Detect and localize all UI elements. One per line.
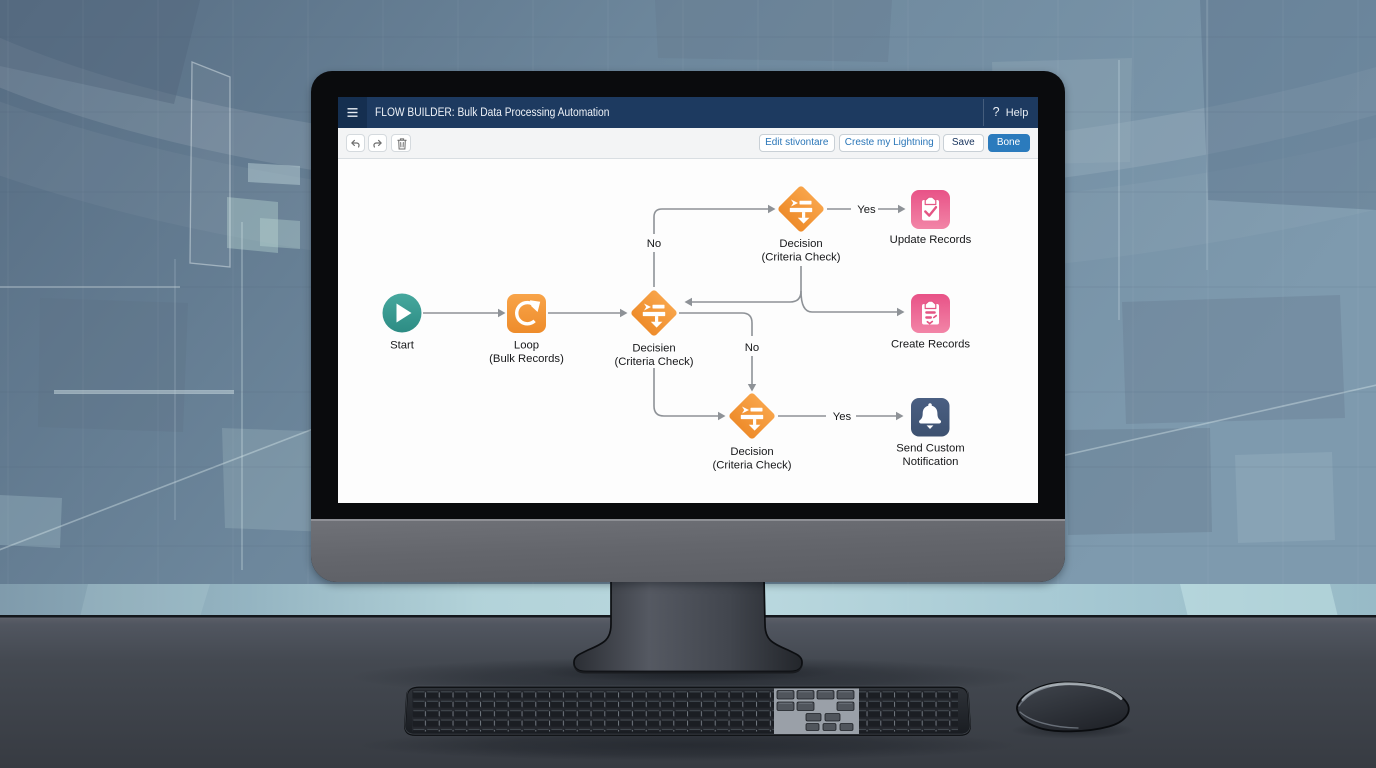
svg-text:(Criteria Check): (Criteria Check) [712,460,791,472]
svg-text:No: No [647,238,661,250]
svg-text:Yes: Yes [833,411,852,423]
svg-text:No: No [745,342,759,354]
svg-text:Loop: Loop [514,340,539,352]
svg-text:Decision: Decision [779,238,822,250]
svg-text:Create Records: Create Records [891,339,970,351]
svg-text:Yes: Yes [857,204,876,216]
svg-text:Send Custom: Send Custom [896,443,964,455]
svg-text:Decision: Decision [730,446,773,458]
svg-text:Decisien: Decisien [632,343,675,355]
svg-text:Start: Start [390,340,415,352]
svg-text:(Bulk Records): (Bulk Records) [489,353,564,365]
svg-text:Update Records: Update Records [890,234,972,246]
svg-text:(Criteria Check): (Criteria Check) [614,356,693,368]
svg-text:(Criteria Check): (Criteria Check) [761,252,840,264]
svg-text:Notification: Notification [903,456,959,468]
